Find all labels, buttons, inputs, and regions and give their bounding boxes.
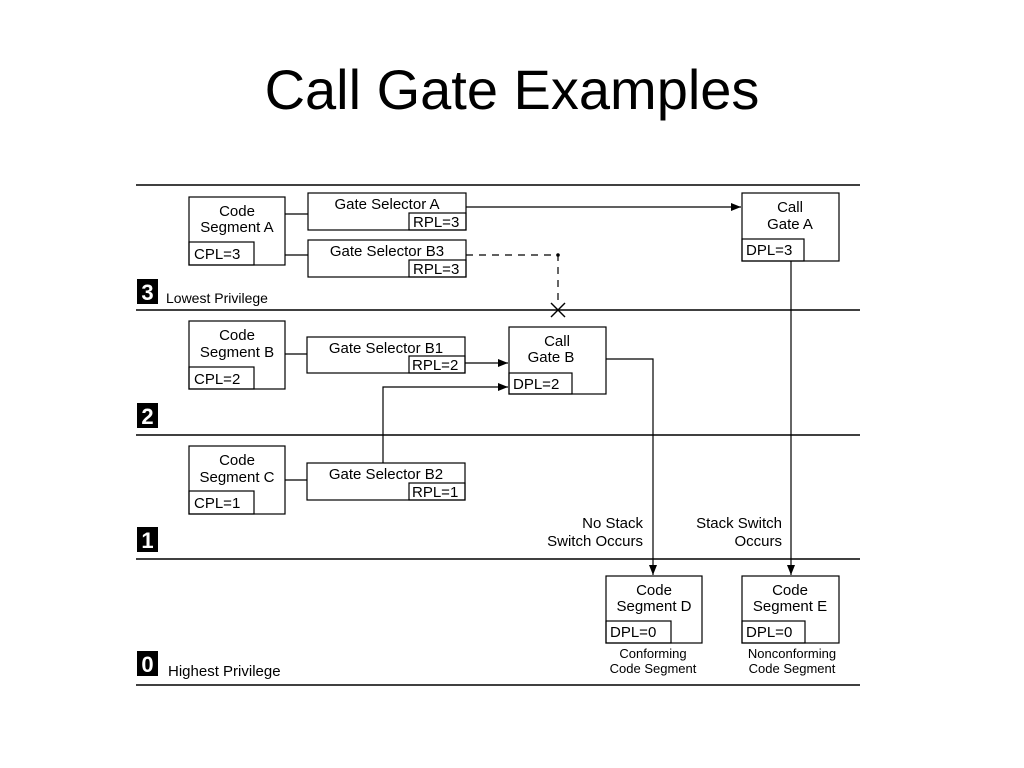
call-gate-a-line1: Call [777, 199, 803, 216]
stack-switch-line2: Occurs [734, 533, 782, 550]
gate-selector-b2: Gate Selector B2 RPL=1 [306, 462, 466, 501]
call-gate-b: Call Gate B DPL=2 [508, 326, 607, 395]
level-1-marker: 1 [137, 527, 158, 553]
code-segment-e-dpl: DPL=0 [746, 624, 792, 641]
code-segment-e-line2: Segment E [753, 598, 827, 615]
code-segment-c: Code Segment C CPL=1 [188, 445, 286, 515]
gate-selector-b3-rpl: RPL=3 [413, 261, 459, 278]
call-gate-a: Call Gate A DPL=3 [741, 192, 840, 262]
gate-selector-b1: Gate Selector B1 RPL=2 [306, 336, 466, 374]
level-2-number: 2 [141, 404, 153, 429]
code-segment-b: Code Segment B CPL=2 [188, 320, 286, 390]
code-segment-d-line1: Code [636, 582, 672, 599]
level-3-marker: 3 Lowest Privilege [137, 279, 268, 306]
code-segment-b-cpl: CPL=2 [194, 371, 240, 388]
code-segment-a-cpl: CPL=3 [194, 246, 240, 263]
code-segment-a: Code Segment A CPL=3 [188, 196, 286, 266]
gate-selector-b3: Gate Selector B3 RPL=3 [307, 239, 467, 278]
code-segment-d: Code Segment D DPL=0 Conforming Code Seg… [605, 575, 703, 676]
code-segment-b-line1: Code [219, 327, 255, 344]
slide-title: Call Gate Examples [264, 58, 760, 121]
gate-selector-b2-label: Gate Selector B2 [329, 466, 443, 483]
level-3-number: 3 [141, 280, 153, 305]
level-0-number: 0 [141, 652, 153, 677]
level-1-number: 1 [141, 528, 153, 553]
code-segment-e-caption1: Nonconforming [748, 646, 836, 661]
gate-selector-b3-label: Gate Selector B3 [330, 243, 444, 260]
code-segment-d-caption1: Conforming [619, 646, 686, 661]
code-segment-d-dpl: DPL=0 [610, 624, 656, 641]
dashed-path-corner-dot [556, 253, 560, 257]
code-segment-c-line1: Code [219, 452, 255, 469]
gate-selector-b2-rpl: RPL=1 [412, 484, 458, 501]
code-segment-d-line2: Segment D [616, 598, 691, 615]
code-segment-c-line2: Segment C [199, 469, 274, 486]
call-gate-a-dpl: DPL=3 [746, 242, 792, 259]
gate-selector-a-label: Gate Selector A [334, 196, 439, 213]
stack-switch-line1: Stack Switch [696, 515, 782, 532]
call-gate-a-line2: Gate A [767, 216, 813, 233]
gate-selector-b1-label: Gate Selector B1 [329, 340, 443, 357]
code-segment-d-caption2: Code Segment [610, 661, 697, 676]
call-gate-b-line2: Gate B [528, 349, 575, 366]
code-segment-a-line1: Code [219, 203, 255, 220]
blocked-access-cross-icon [550, 302, 566, 318]
no-stack-switch-line2: Switch Occurs [547, 533, 643, 550]
arrow-gate-sel-b2-to-call-gate-b [382, 383, 508, 463]
code-segment-c-cpl: CPL=1 [194, 495, 240, 512]
gate-selector-a-rpl: RPL=3 [413, 214, 459, 231]
call-gate-b-line1: Call [544, 333, 570, 350]
code-segment-e-line1: Code [772, 582, 808, 599]
level-0-label: Highest Privilege [168, 663, 281, 680]
gate-selector-a: Gate Selector A RPL=3 [307, 192, 467, 231]
level-3-label: Lowest Privilege [166, 290, 268, 306]
gate-selector-b1-rpl: RPL=2 [412, 357, 458, 374]
level-0-marker: 0 Highest Privilege [137, 651, 281, 680]
code-segment-a-line2: Segment A [200, 219, 273, 236]
level-2-marker: 2 [137, 403, 158, 429]
no-stack-switch-line1: No Stack [582, 515, 643, 532]
code-segment-e-caption2: Code Segment [749, 661, 836, 676]
code-segment-e: Code Segment E DPL=0 Nonconforming Code … [741, 575, 840, 676]
arrow-call-gate-b-to-seg-d [606, 358, 657, 575]
call-gate-b-dpl: DPL=2 [513, 376, 559, 393]
dashed-blocked-path-b3 [466, 254, 559, 303]
code-segment-b-line2: Segment B [200, 344, 274, 361]
